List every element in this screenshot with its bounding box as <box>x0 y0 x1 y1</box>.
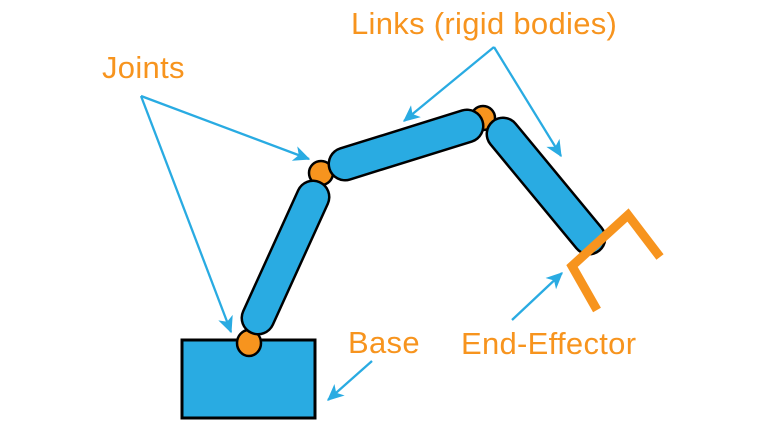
arrow-joints-to-shoulder <box>140 94 311 161</box>
end-effector-label: End-Effector <box>461 326 637 361</box>
arrow-endeffector-label-to-gripper <box>511 272 563 321</box>
end-effector-gripper <box>566 208 664 313</box>
arrow-joints-to-base-joint <box>139 95 233 334</box>
arrow-links-to-link-3 <box>493 46 562 158</box>
arrow-links-to-link-2 <box>403 46 495 122</box>
joints-label: Joints <box>102 50 185 85</box>
link-3 <box>488 119 604 253</box>
link-2 <box>330 111 482 179</box>
base-label: Base <box>348 325 420 360</box>
links-label: Links (rigid bodies) <box>351 6 618 41</box>
arrow-base-label-to-base <box>327 360 373 401</box>
link-1 <box>243 182 328 333</box>
